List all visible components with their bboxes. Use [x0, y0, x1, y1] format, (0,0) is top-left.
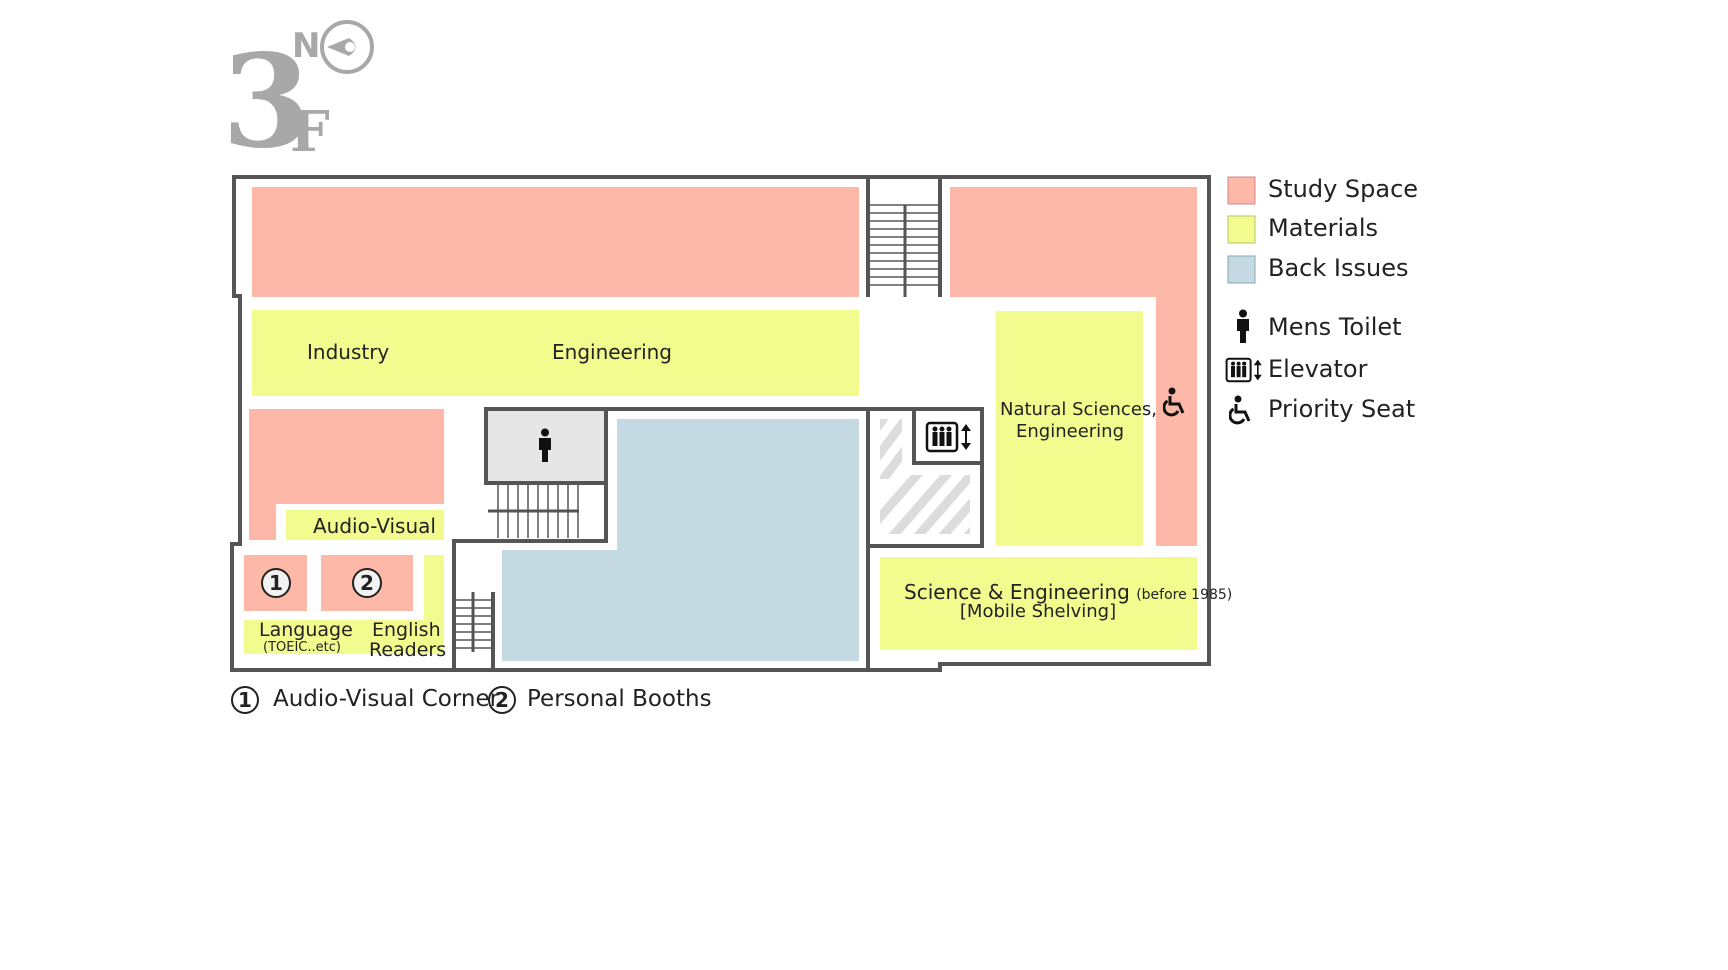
legend-toilet-icon: [1237, 309, 1249, 343]
elevator-icon: [925, 421, 971, 453]
label-engineering: Engineering: [552, 340, 672, 364]
label-natural-sciences-2: Engineering: [1016, 421, 1124, 442]
north-label: N: [292, 26, 321, 66]
marker-2-circle: [352, 568, 382, 598]
legend-wheelchair-icon: [1229, 395, 1251, 425]
label-science-engineering-note: (before 1985): [1136, 587, 1233, 603]
label-natural-sciences-1: Natural Sciences,: [1000, 399, 1157, 420]
label-science-engineering: Science & Engineering (before 1985): [904, 580, 1232, 604]
legend-swatch-materials: [1227, 215, 1256, 244]
wheelchair-icon: [1163, 387, 1185, 417]
legend-swatch-study: [1227, 176, 1256, 205]
label-language: Language: [259, 619, 353, 641]
floor-suffix: F: [290, 99, 330, 165]
legend-mens-toilet: Mens Toilet: [1268, 313, 1402, 341]
stairs-central: [488, 485, 579, 538]
study-space-west: [249, 409, 444, 540]
marker-1-circle: [261, 568, 291, 598]
footnote-1-circle: [231, 686, 259, 714]
toilet-icon: [539, 428, 551, 462]
legend-back-issues: Back Issues: [1268, 254, 1409, 282]
label-mobile-shelving: [Mobile Shelving]: [959, 601, 1117, 622]
label-industry: Industry: [307, 340, 390, 364]
shaft-hatch: [880, 419, 970, 534]
materials-industry-engineering: [252, 310, 859, 396]
label-science-engineering-main: Science & Engineering: [904, 580, 1130, 604]
stairs-north: [866, 177, 942, 297]
footnote-2-number: 2: [495, 688, 509, 712]
footnote-personal-booths: Personal Booths: [527, 686, 712, 712]
label-audio-visual: Audio-Visual: [313, 514, 436, 538]
back-issues: [502, 419, 859, 661]
legend-priority-seat: Priority Seat: [1268, 395, 1416, 423]
study-space-northeast: [950, 187, 1197, 546]
legend-elevator-icon: [1225, 357, 1262, 383]
study-space-north: [252, 187, 859, 297]
legend-swatch-back-issues: [1227, 255, 1256, 284]
stairs-southwest: [452, 541, 495, 670]
marker-2: 2: [360, 571, 374, 595]
footnote-audio-visual-corner: Audio-Visual Corner: [273, 686, 500, 712]
marker-1: 1: [269, 571, 283, 595]
materials-science-engineering: [880, 557, 1197, 650]
materials-language: [244, 620, 442, 654]
label-english: English: [372, 619, 441, 641]
footnote-1-number: 1: [238, 688, 252, 712]
label-readers: Readers: [369, 639, 447, 661]
floor-number: 3: [222, 27, 312, 177]
materials-audio-visual: [286, 510, 444, 540]
materials-natural-sciences: [996, 311, 1143, 546]
legend-materials: Materials: [1268, 214, 1379, 242]
legend-study-space: Study Space: [1268, 175, 1419, 203]
footnote-2-circle: [488, 686, 516, 714]
compass-icon: [320, 20, 374, 74]
materials-english-readers-strip: [424, 555, 444, 654]
legend-elevator: Elevator: [1268, 355, 1368, 383]
label-language-note: (TOEIC..etc): [263, 640, 341, 655]
